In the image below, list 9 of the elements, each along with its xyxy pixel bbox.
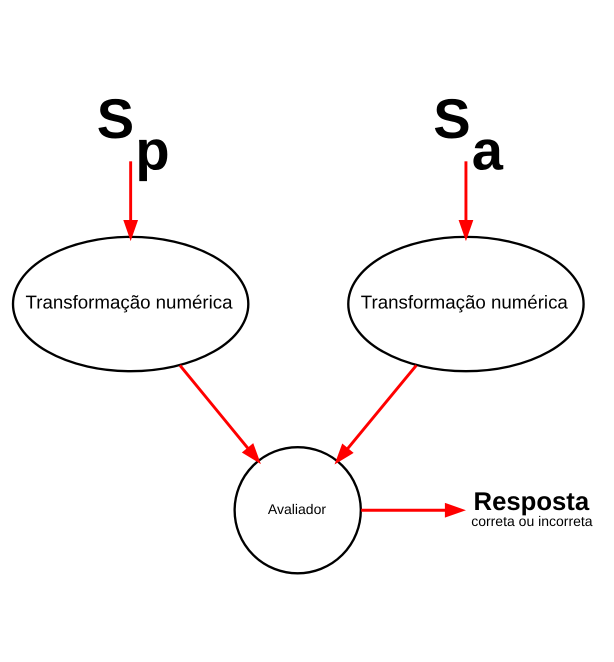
node-text: Resposta correta ou incorreta: [471, 487, 593, 529]
node-ellipse: Transformação numérica: [12, 235, 250, 372]
arrow: [361, 502, 466, 518]
node-circle: Avaliador: [233, 445, 362, 574]
arrow: [123, 160, 138, 241]
arrow: [334, 364, 418, 464]
node-ellipse: Transformação numérica: [347, 235, 585, 372]
arrow: [458, 160, 474, 241]
arrow: [178, 364, 261, 464]
